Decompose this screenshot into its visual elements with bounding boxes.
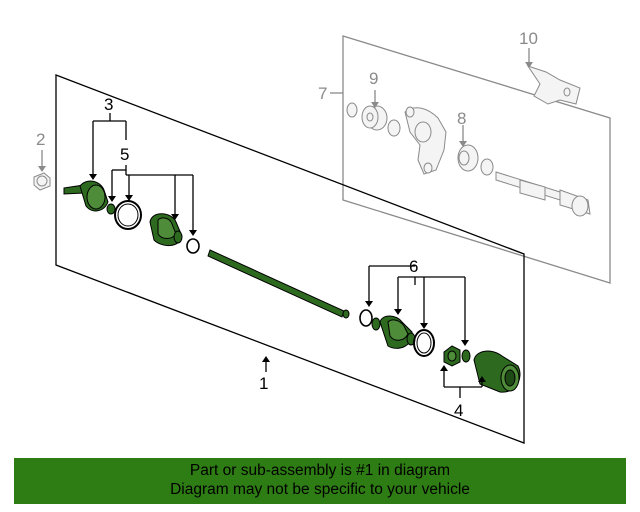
subassembly-7-panel — [342, 35, 611, 284]
part-8-bearing — [457, 144, 479, 172]
outer-clamp-ring — [173, 230, 183, 244]
inner-clamp-ring — [371, 317, 381, 331]
callout-3: 3 — [104, 95, 113, 114]
outer-boot-clamp — [114, 200, 142, 230]
callout-4-bracket — [440, 365, 486, 398]
callout-1: 1 — [259, 374, 268, 393]
notice-line-1: Part or sub-assembly is #1 in diagram — [189, 462, 451, 479]
callout-8: 8 — [457, 109, 466, 128]
subassembly-7-group: 7 9 8 — [318, 29, 611, 284]
part-10-clip — [526, 65, 581, 105]
part-9-bearing — [361, 105, 388, 131]
axle-shaft — [207, 249, 350, 319]
callout-5: 5 — [120, 145, 129, 164]
callout-7: 7 — [318, 84, 327, 103]
outer-cv-joint — [63, 180, 109, 212]
diagram-notice-banner: Part or sub-assembly is #1 in diagram Di… — [14, 458, 626, 504]
tripod-spider — [443, 345, 461, 367]
inner-snap-ring — [359, 309, 373, 327]
inner-boot-clamp — [413, 329, 435, 357]
callout-9: 9 — [369, 69, 378, 88]
seal-ring-part — [480, 158, 494, 176]
outer-clamp-small — [106, 203, 116, 215]
inner-cv-housing — [473, 350, 521, 393]
callout-6: 6 — [409, 257, 418, 276]
callout-10: 10 — [519, 29, 538, 48]
parts-diagram: 7 9 8 — [33, 29, 611, 444]
part-2-nut — [33, 172, 51, 191]
callout-6-bracket — [365, 265, 469, 346]
inner-circlip — [461, 349, 471, 363]
outer-snap-ring — [186, 238, 200, 254]
washer-part — [346, 102, 358, 118]
intermediate-shaft-part — [495, 171, 591, 217]
notice-line-2: Diagram may not be specific to your vehi… — [170, 481, 470, 498]
main-assembly-panel — [55, 74, 525, 444]
callout-3-bracket — [89, 113, 127, 202]
callout-5-bracket — [112, 165, 197, 236]
callout-2: 2 — [36, 130, 45, 149]
callout-4: 4 — [454, 401, 463, 420]
ring-part — [387, 119, 401, 137]
inner-boot — [379, 315, 413, 349]
